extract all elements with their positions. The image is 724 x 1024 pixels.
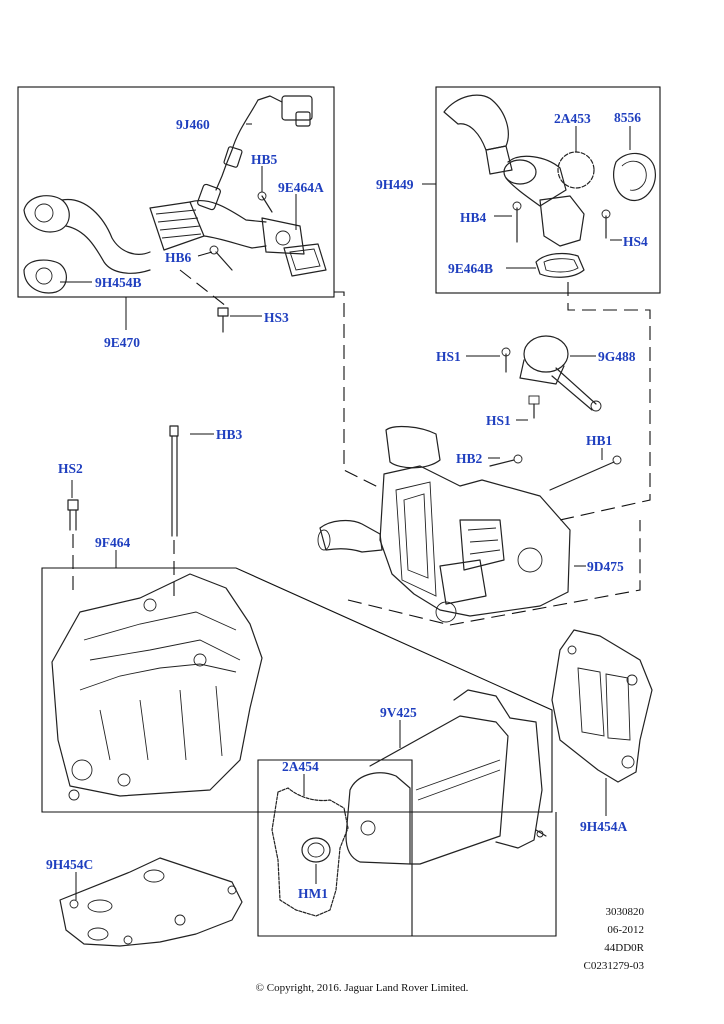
callout-HB5[interactable]: HB5: [251, 152, 278, 167]
dash-link-left: [334, 291, 381, 489]
part-2A453-clamp[interactable]: [557, 151, 595, 189]
code-label: 44DD0R: [604, 942, 644, 954]
part-9E464A-gasket[interactable]: [283, 243, 327, 277]
part-8556-clamp[interactable]: [613, 152, 656, 202]
callout-9G488[interactable]: 9G488: [598, 349, 636, 364]
part-9G488-actuator[interactable]: [519, 335, 602, 412]
frame-2A454-group: [257, 759, 413, 937]
frame-9H449-group: [435, 86, 661, 294]
callout-HS1-lower[interactable]: HS1: [486, 413, 511, 428]
frame-9E470-group: [17, 86, 335, 298]
ref-number: 3030820: [605, 906, 645, 918]
part-9V425-cooler[interactable]: [345, 689, 547, 865]
part-9E464B-gasket[interactable]: [535, 252, 585, 278]
part-2A454-gasket[interactable]: [271, 787, 349, 917]
callout-8556[interactable]: 8556: [614, 110, 641, 125]
part-9H454C-gasket[interactable]: [59, 857, 243, 947]
callout-9H449[interactable]: 9H449: [376, 177, 414, 192]
callout-HS2[interactable]: HS2: [58, 461, 83, 476]
illustration-id: C0231279-03: [583, 960, 645, 972]
part-9E470-egr-pipe[interactable]: [23, 195, 305, 274]
callout-HS3[interactable]: HS3: [264, 310, 289, 325]
callout-HB1[interactable]: HB1: [586, 433, 613, 448]
part-9J460-sensor[interactable]: [197, 95, 313, 211]
part-HB3-bolt[interactable]: [169, 425, 179, 537]
dash-HS3: [179, 269, 227, 307]
callout-HB6[interactable]: HB6: [165, 250, 192, 265]
part-9H454B-gasket[interactable]: [23, 259, 67, 294]
frame-9V425-link: [412, 812, 557, 937]
callout-9H454B[interactable]: 9H454B: [95, 275, 142, 290]
callout-9E464A[interactable]: 9E464A: [278, 180, 324, 195]
dash-link-right: [559, 282, 651, 521]
copyright-notice: © Copyright, 2016. Jaguar Land Rover Lim…: [255, 982, 469, 994]
callout-2A454[interactable]: 2A454: [282, 759, 319, 774]
callout-HB4[interactable]: HB4: [460, 210, 487, 225]
part-HS2-bolt[interactable]: [67, 499, 79, 531]
callout-9H454C[interactable]: 9H454C: [46, 857, 93, 872]
part-HS1-bolt-upper[interactable]: [501, 347, 511, 373]
callout-HS1-upper[interactable]: HS1: [436, 349, 461, 364]
part-HS3-bolt[interactable]: [217, 307, 229, 333]
part-9H449-hose[interactable]: [443, 94, 585, 247]
part-9D475-egr-valve[interactable]: [317, 425, 571, 623]
callout-HB2[interactable]: HB2: [456, 451, 483, 466]
callout-HM1[interactable]: HM1: [298, 886, 328, 901]
callout-9D475[interactable]: 9D475: [587, 559, 624, 574]
callout-9E470[interactable]: 9E470: [104, 335, 140, 350]
callout-9J460[interactable]: 9J460: [176, 117, 210, 132]
callout-HS4[interactable]: HS4: [623, 234, 648, 249]
part-HM1-plug[interactable]: [301, 837, 331, 863]
callout-HB3[interactable]: HB3: [216, 427, 243, 442]
callout-9E464B[interactable]: 9E464B: [448, 261, 493, 276]
leader-lines: [60, 123, 631, 900]
part-HS4-bolt[interactable]: [601, 209, 611, 239]
frame-9F464-group: [41, 567, 553, 813]
part-HB2-bolt[interactable]: [489, 454, 523, 467]
callout-2A453[interactable]: 2A453: [554, 111, 591, 126]
callout-9F464[interactable]: 9F464: [95, 535, 130, 550]
part-HB6-bolt[interactable]: [209, 245, 233, 271]
part-9F464-manifold[interactable]: [51, 573, 263, 801]
callout-9H454A[interactable]: 9H454A: [580, 819, 628, 834]
part-HB4-bolt[interactable]: [512, 201, 522, 243]
part-HS1-bolt-lower[interactable]: [528, 395, 540, 419]
part-HB5-bolt[interactable]: [257, 191, 273, 213]
callout-9V425[interactable]: 9V425: [380, 705, 417, 720]
callout-labels: 9J460 HB5 9E464A HB6 9H454B 9E470 HS3 2A…: [46, 110, 648, 901]
part-9H454A-gasket[interactable]: [551, 629, 653, 783]
part-HB1-bolt[interactable]: [549, 455, 622, 491]
date-label: 06-2012: [607, 924, 644, 936]
dash-9D475-base: [347, 520, 641, 626]
